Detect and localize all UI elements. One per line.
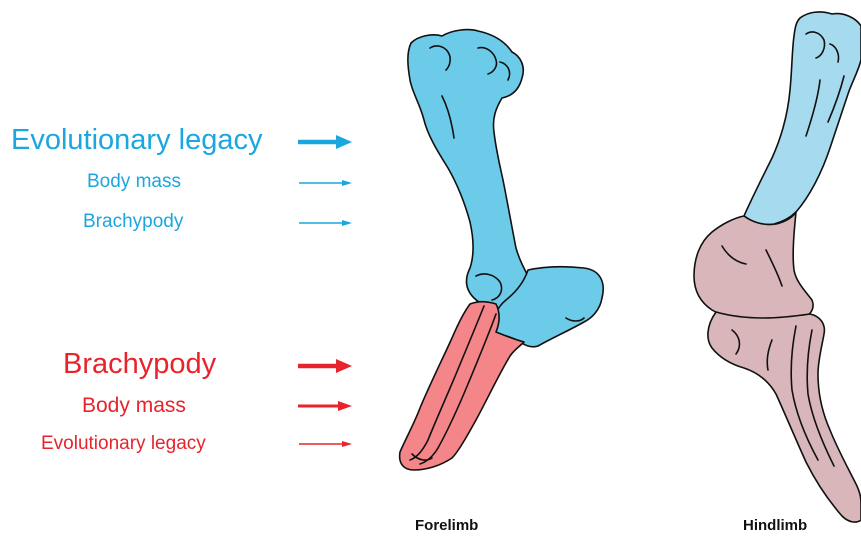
forelimb-humerus [408,30,529,309]
arrow-bottom-weak [299,441,352,447]
arrows-group [298,135,352,447]
forelimb-caption: Forelimb [415,517,478,534]
arrow-top-weak-2 [299,220,352,226]
arrow-bottom-strong [298,359,352,373]
forelimb-illustration [400,30,604,470]
hindlimb-illustration [694,12,861,522]
arrow-top-weak-1 [299,180,352,186]
arrow-bottom-medium [298,401,352,411]
arrow-top-strong [298,135,352,149]
hindlimb-femur [744,12,861,225]
hindlimb-tibia [694,212,813,323]
hindlimb-lower [708,312,861,522]
hindlimb-caption: Hindlimb [743,517,807,534]
